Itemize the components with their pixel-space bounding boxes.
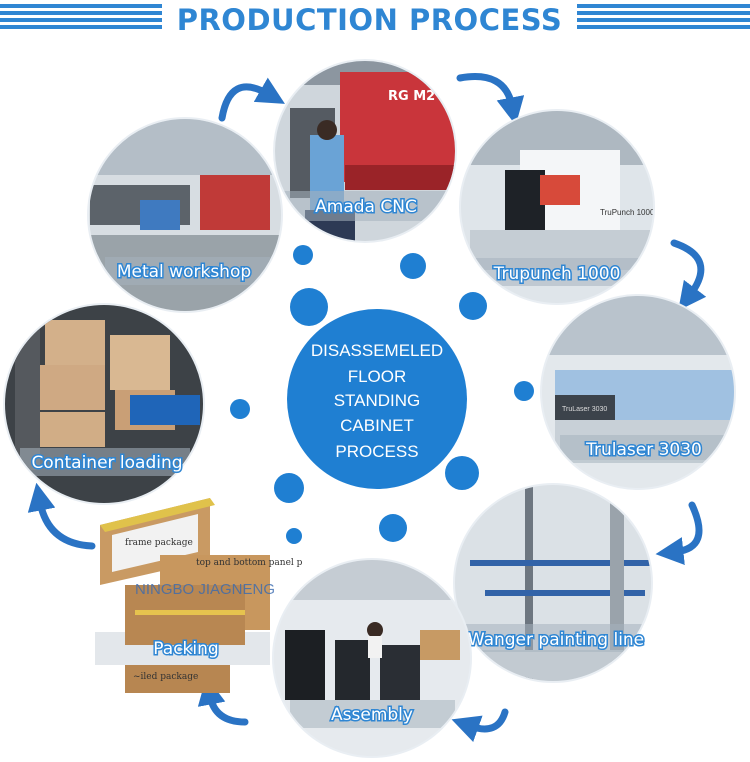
stage-container-loading: Container loading	[3, 303, 205, 505]
arrow-icon	[27, 482, 96, 550]
flow-arrows	[27, 73, 707, 743]
center-circle	[287, 309, 467, 489]
stage-trupunch-1000: TruPunch 1000 Trupunch 1000	[459, 109, 655, 305]
header-stripes-left	[0, 4, 162, 38]
center-line: PROCESS	[335, 442, 418, 461]
stage-assembly: Assembly	[272, 558, 472, 758]
stage-label: Packing	[153, 639, 218, 659]
stage-label: Assembly	[331, 705, 413, 725]
dot	[459, 292, 487, 320]
arrow-icon	[456, 73, 525, 126]
page-title: PRODUCTION PROCESS	[176, 3, 563, 37]
center-line: FLOOR	[348, 367, 407, 386]
stage-label: Metal workshop	[117, 262, 251, 282]
stage-label: Trupunch 1000	[493, 264, 621, 284]
stage-trulaser-3030: TruLaser 3030 Trulaser 3030	[540, 294, 736, 490]
trupunch-plate-text: TruPunch 1000	[600, 208, 655, 217]
arrow-icon	[655, 501, 703, 566]
stage-packing: frame package top and bottom panel p NIN…	[95, 498, 303, 693]
center-line: DISASSEMELED	[311, 341, 443, 360]
stage-label: Amada CNC	[315, 197, 417, 217]
arrow-icon	[451, 708, 509, 743]
dot	[514, 381, 534, 401]
machine-brand-text: RG M2 10	[388, 89, 458, 104]
dot	[379, 514, 407, 542]
stage-metal-workshop: Metal workshop	[87, 117, 283, 313]
dot	[400, 253, 426, 279]
dot	[293, 245, 313, 265]
arrow-icon	[218, 77, 285, 122]
stage-label: Container loading	[31, 453, 182, 473]
dot	[290, 288, 328, 326]
dot	[445, 456, 479, 490]
arrow-icon	[197, 676, 249, 726]
center-line: CABINET	[340, 416, 414, 435]
stage-label: Trulaser 3030	[585, 440, 702, 460]
frame-package-text: frame package	[125, 538, 193, 548]
dot	[274, 473, 304, 503]
header-stripes-right	[577, 4, 750, 38]
decorative-dots	[230, 245, 534, 544]
trulaser-plate-text: TruLaser 3030	[562, 406, 607, 413]
stage-wanger-painting-line: Wanger painting line	[453, 483, 653, 683]
arrow-icon	[670, 239, 707, 311]
dot	[286, 528, 302, 544]
side-package-text: ~iled package	[133, 672, 198, 682]
dot	[230, 399, 250, 419]
center-node: DISASSEMELED FLOOR STANDING CABINET PROC…	[287, 309, 467, 489]
panel-package-text: top and bottom panel p	[196, 558, 303, 568]
stage-amada-cnc: RG M2 10 Amada CNC	[273, 59, 458, 243]
center-line: STANDING	[334, 391, 421, 410]
stamp-text: NINGBO JIAGNENG	[135, 581, 275, 598]
stage-label: Wanger painting line	[468, 630, 644, 650]
